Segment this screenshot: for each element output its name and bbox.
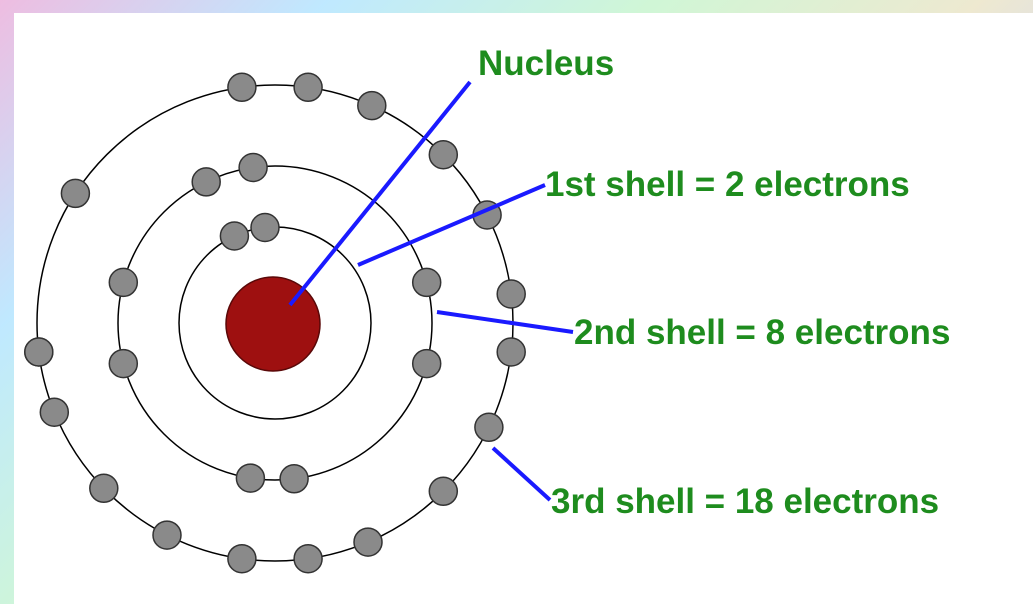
electron-shell-3-7 [496,337,526,367]
electron-shell-3-11 [293,543,323,574]
shell-1-pointer-line [357,183,546,267]
shell-3-pointer-line [491,446,552,502]
electron-shell-1-1 [219,221,250,251]
electron-shell-3-12 [227,543,257,574]
electron-shell-3-3 [357,90,387,121]
electron-shell-2-5 [108,348,139,379]
electron-shell-3-4 [428,139,459,170]
electron-shell-2-1 [191,167,221,197]
shell-2-pointer-line [436,310,574,334]
electron-shell-3-1 [227,72,257,103]
electron-shell-3-9 [428,476,459,507]
electron-shell-2-4 [411,348,442,379]
electron-shell-3-14 [89,473,119,504]
electron-shell-1-2 [250,212,280,243]
shell-2-label: 2nd shell = 8 electrons [574,313,950,352]
electron-shell-3-8 [474,412,504,443]
electrons-group [24,72,526,574]
diagram-background [14,13,1033,604]
electron-shell-3-2 [293,72,323,103]
nucleus-label: Nucleus [478,44,614,83]
electron-shell-3-13 [152,520,182,550]
nucleus [225,276,321,372]
electron-shell-2-2 [238,152,268,183]
electron-shell-3-6 [496,279,526,309]
nucleus-pointer-line [288,80,472,307]
electron-shell-2-3 [411,267,442,298]
shell-2-orbit [117,165,433,481]
electron-shell-3-18 [60,178,91,209]
electron-shell-2-6 [108,267,139,298]
electron-shell-2-8 [235,463,266,493]
electron-shell-3-10 [353,527,383,557]
electron-shell-2-7 [279,464,309,494]
electron-shell-3-17 [24,337,54,367]
shell-3-label: 3rd shell = 18 electrons [551,482,939,521]
shell-1-label: 1st shell = 2 electrons [545,165,910,204]
electron-shell-3-15 [39,397,70,427]
